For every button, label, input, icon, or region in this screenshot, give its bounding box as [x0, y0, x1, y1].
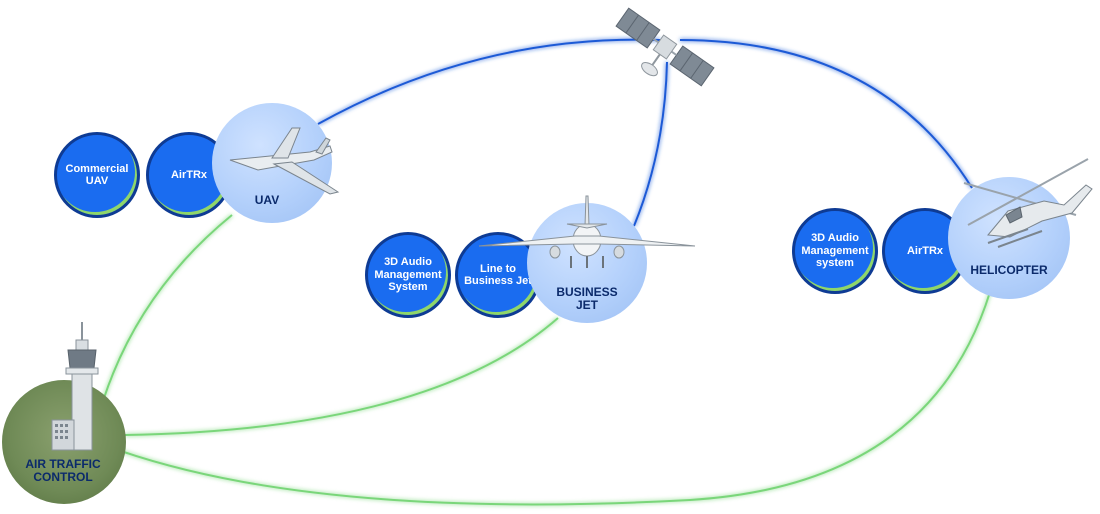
badge-line-to-business-jet: Line to Business Jet	[455, 232, 541, 318]
ground-link-uav	[103, 214, 233, 399]
helicopter-node	[948, 177, 1070, 299]
badge-3d-audio-business-jet: 3D Audio Management System	[365, 232, 451, 318]
badge-commercial-uav: Commercial UAV	[54, 132, 140, 218]
uav-label: UAV	[254, 193, 280, 207]
airplane-icon	[478, 195, 696, 268]
helicopter-icon	[963, 158, 1093, 248]
satellite-icon	[615, 7, 715, 87]
ground-link-business-jet	[124, 317, 559, 436]
helicopter-label: HELICOPTER	[970, 263, 1048, 277]
satellite-link-uav	[317, 38, 661, 125]
air-traffic-control-label: AIR TRAFFIC CONTROL	[25, 457, 101, 484]
drone-icon	[229, 127, 340, 195]
satellite-link-helicopter	[679, 39, 973, 189]
control-tower-icon	[51, 322, 99, 451]
satellite-link-business-jet	[633, 61, 668, 227]
badge-3d-audio-helicopter: 3D Audio Management system	[792, 208, 878, 294]
ground-link-helicopter	[117, 291, 991, 506]
business-jet-label: BUSINESS JET	[556, 285, 618, 312]
